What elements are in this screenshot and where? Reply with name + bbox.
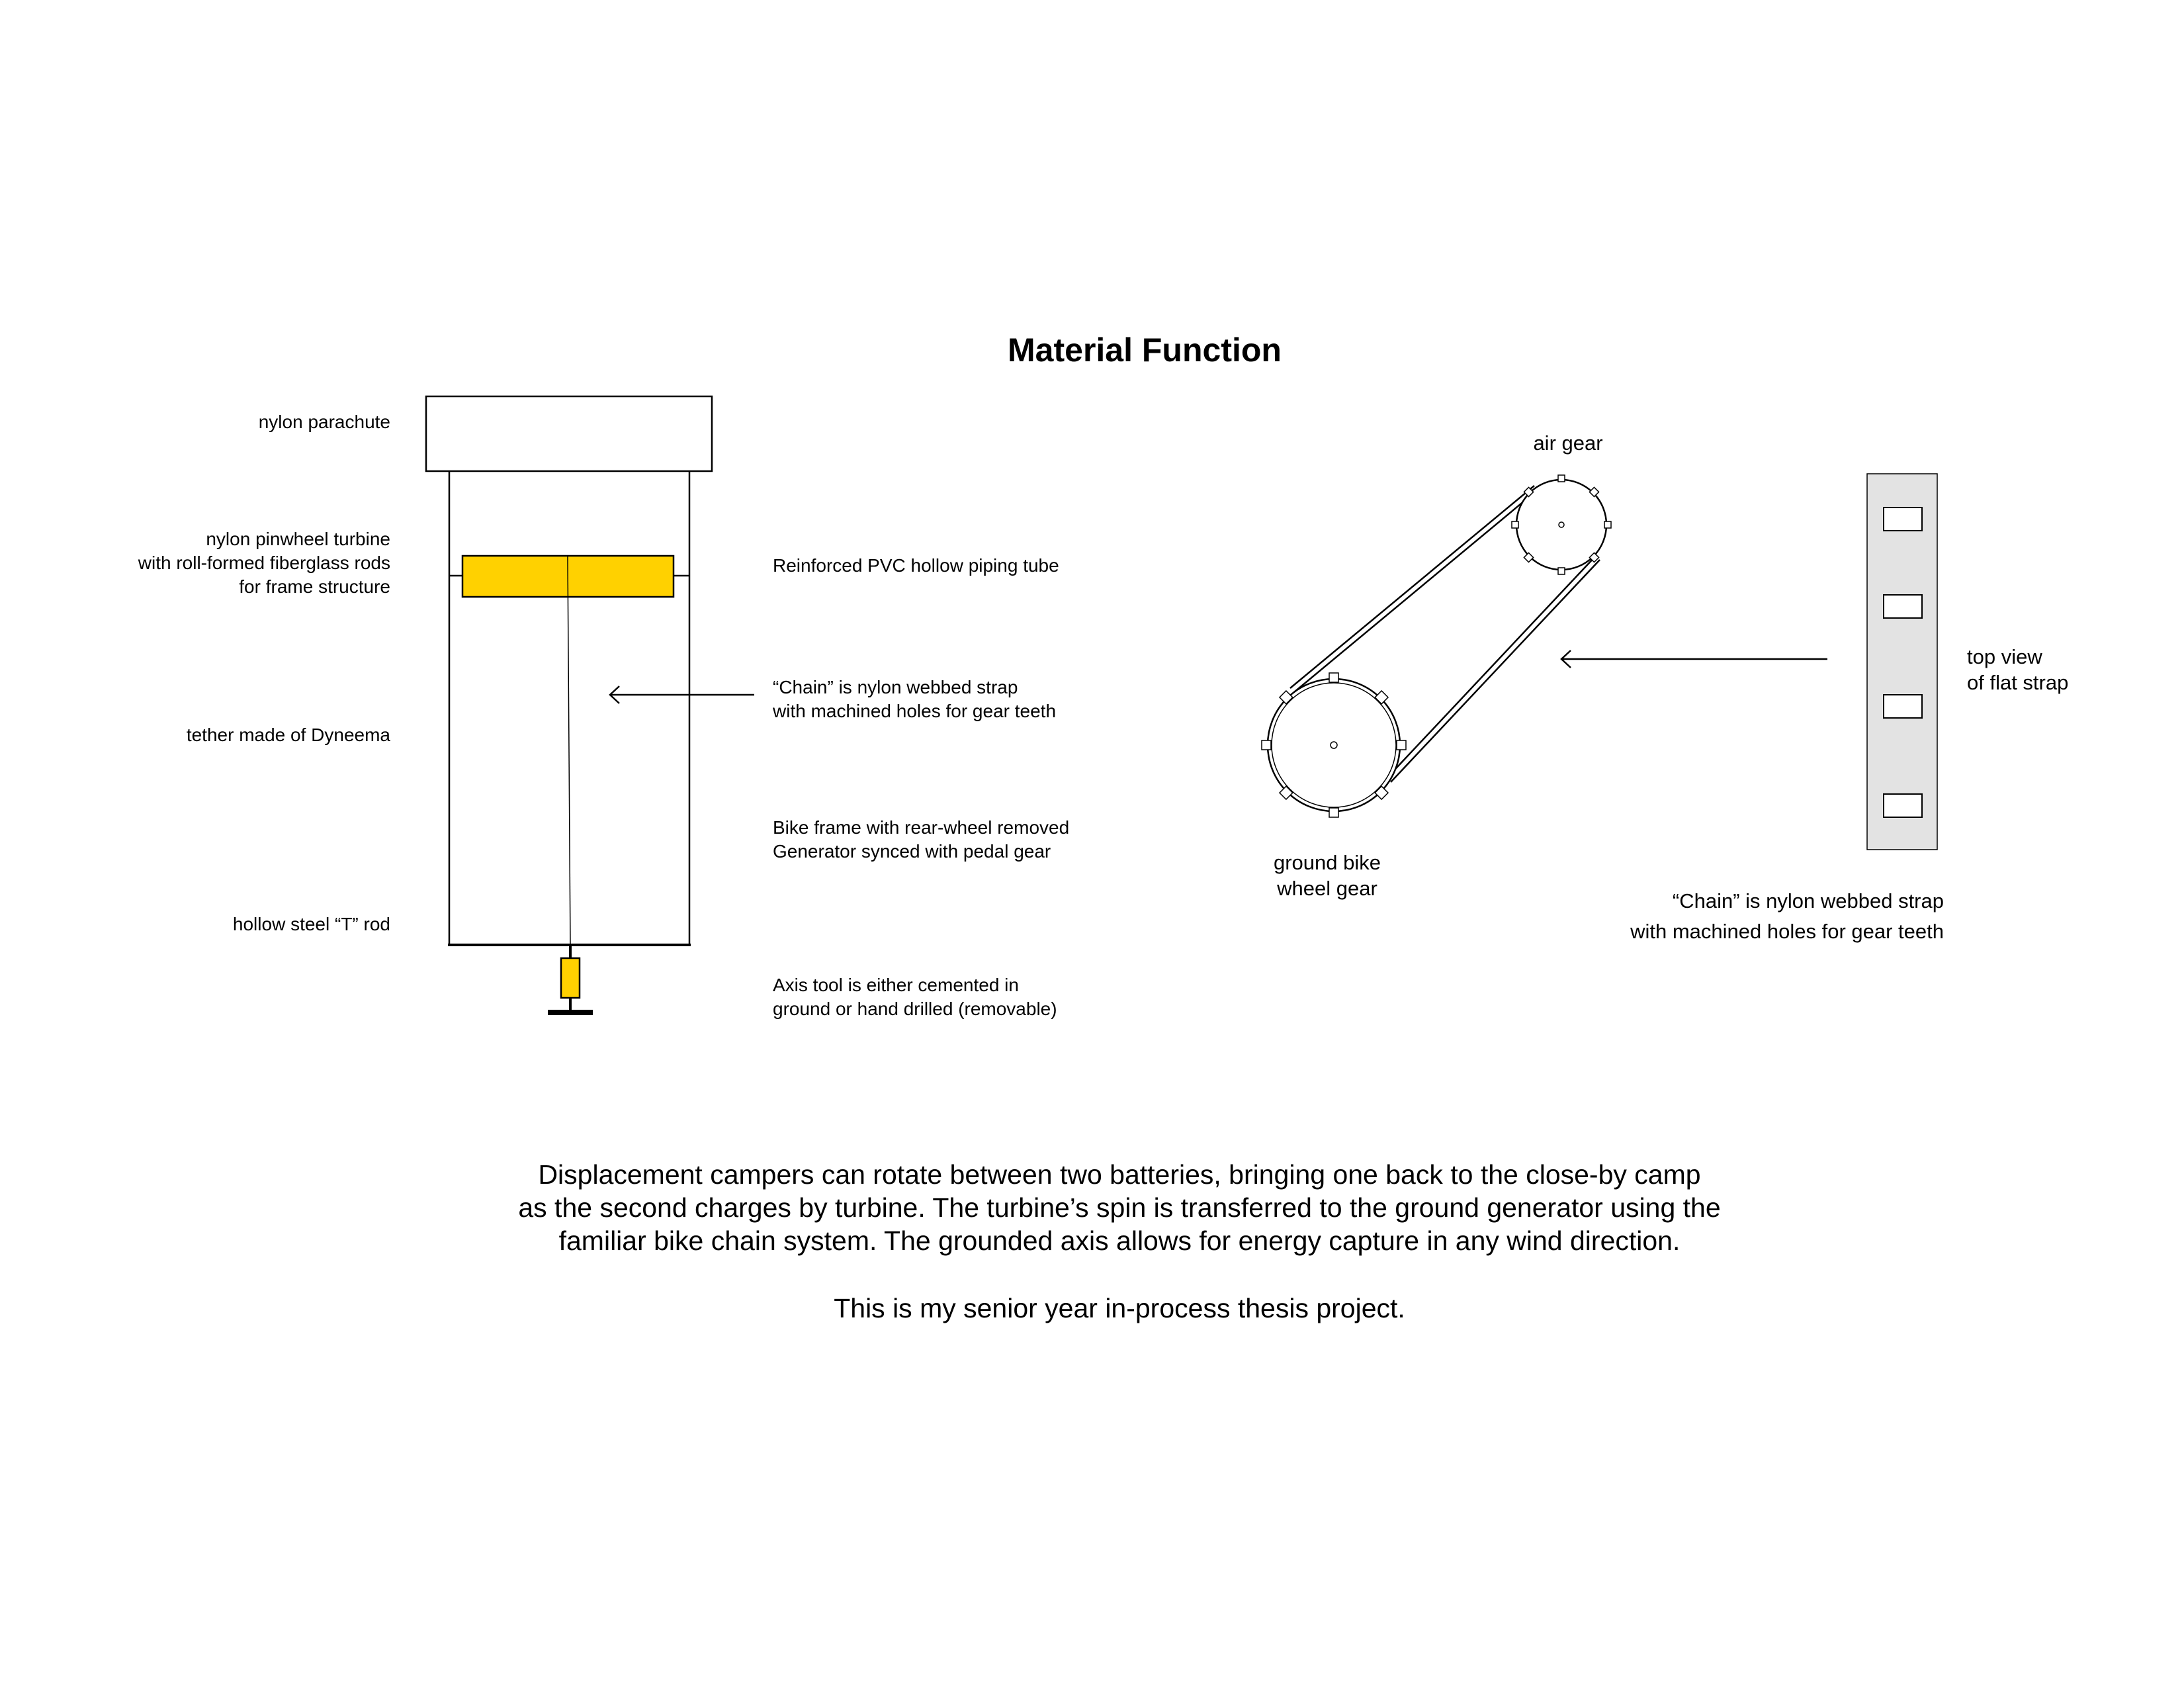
gear-tooth <box>1396 740 1407 750</box>
left-assembly-notes: Reinforced PVC hollow piping tube “Chain… <box>772 555 1069 1019</box>
bike-note-line-2: Generator synced with pedal gear <box>773 841 1051 862</box>
description-line-2: as the second charges by turbine. The tu… <box>518 1192 1720 1223</box>
axis-note-line-1: Axis tool is either cemented in <box>773 975 1019 995</box>
strap-hole <box>1883 594 1923 619</box>
ground-gear-inner-rim <box>1271 682 1397 808</box>
gear-tooth <box>1374 689 1389 705</box>
gear-tooth <box>1261 740 1272 750</box>
strap-note-line-2: with machined holes for gear teeth <box>1630 920 1944 943</box>
description: Displacement campers can rotate between … <box>518 1159 1720 1323</box>
gear-tooth <box>1329 807 1339 818</box>
gear-tooth <box>1329 672 1339 683</box>
belt-upper-run-inner <box>1293 490 1537 693</box>
gear-tooth <box>1374 785 1389 801</box>
gear-tooth <box>1589 486 1600 498</box>
air-gear-hub <box>1558 521 1565 528</box>
gear-tooth <box>1278 785 1293 801</box>
strap-body <box>1866 473 1938 850</box>
chain-arrow-left <box>609 686 754 704</box>
flat-strap <box>1866 473 1938 850</box>
axis-note-line-2: ground or hand drilled (removable) <box>773 999 1057 1019</box>
top-view-label-line-1: top view <box>1967 645 2042 668</box>
pvc-label: Reinforced PVC hollow piping tube <box>773 555 1059 576</box>
strap-hole <box>1883 694 1923 719</box>
parachute <box>425 395 713 472</box>
belt-lower-run-inner <box>1386 555 1596 779</box>
gear-tooth <box>1557 567 1565 575</box>
page-title: Material Function <box>1008 332 1282 369</box>
gear-tooth <box>1557 474 1565 482</box>
bike-note-line-1: Bike frame with rear-wheel removed <box>773 817 1069 838</box>
gear-tooth <box>1511 521 1519 529</box>
strap-note-line-1: “Chain” is nylon webbed strap <box>1673 889 1944 912</box>
gear-tooth <box>1523 552 1534 563</box>
ground-gear-teeth <box>1261 672 1407 818</box>
gear-tooth <box>1523 486 1534 498</box>
ground-gear-label-line-1: ground bike <box>1274 851 1381 874</box>
description-line-1: Displacement campers can rotate between … <box>538 1159 1700 1190</box>
gear-tooth <box>1604 521 1612 529</box>
dyneema-tether <box>567 555 571 946</box>
tether-label: tether made of Dyneema <box>187 725 391 745</box>
gear-tooth <box>1278 689 1293 705</box>
chain-note-line-1: “Chain” is nylon webbed strap <box>773 677 1018 697</box>
axis-tool <box>560 957 581 999</box>
description-line-3: familiar bike chain system. The grounded… <box>559 1225 1681 1256</box>
gear-tooth <box>1589 552 1600 563</box>
strap-arrow <box>1560 650 1827 668</box>
thesis-note: This is my senior year in-process thesis… <box>834 1293 1405 1323</box>
left-labels: nylon parachute nylon pinwheel turbine w… <box>138 412 391 934</box>
turbine-label-line-2: with roll-formed fiberglass rods <box>138 553 390 573</box>
belt-upper-run <box>1289 485 1535 689</box>
ground-gear-label-line-2: wheel gear <box>1276 877 1377 900</box>
turbine-label-line-3: for frame structure <box>239 576 390 597</box>
gear-labels: air gear ground bike wheel gear top view… <box>1274 431 2068 943</box>
top-view-label-line-2: of flat strap <box>1967 671 2068 694</box>
gear-system <box>1261 474 1612 818</box>
belt-lower-run <box>1390 559 1600 783</box>
t-rod-label: hollow steel “T” rod <box>233 914 390 934</box>
turbine-label-line-1: nylon pinwheel turbine <box>206 529 390 549</box>
air-gear-label: air gear <box>1533 431 1602 455</box>
parachute-label: nylon parachute <box>259 412 390 432</box>
air-gear-teeth <box>1511 474 1612 575</box>
strap-hole <box>1883 793 1923 818</box>
chain-note-line-2: with machined holes for gear teeth <box>772 701 1056 721</box>
turbine-assembly <box>425 395 713 1015</box>
strap-hole <box>1883 507 1923 531</box>
ground-gear-hub <box>1330 741 1338 749</box>
